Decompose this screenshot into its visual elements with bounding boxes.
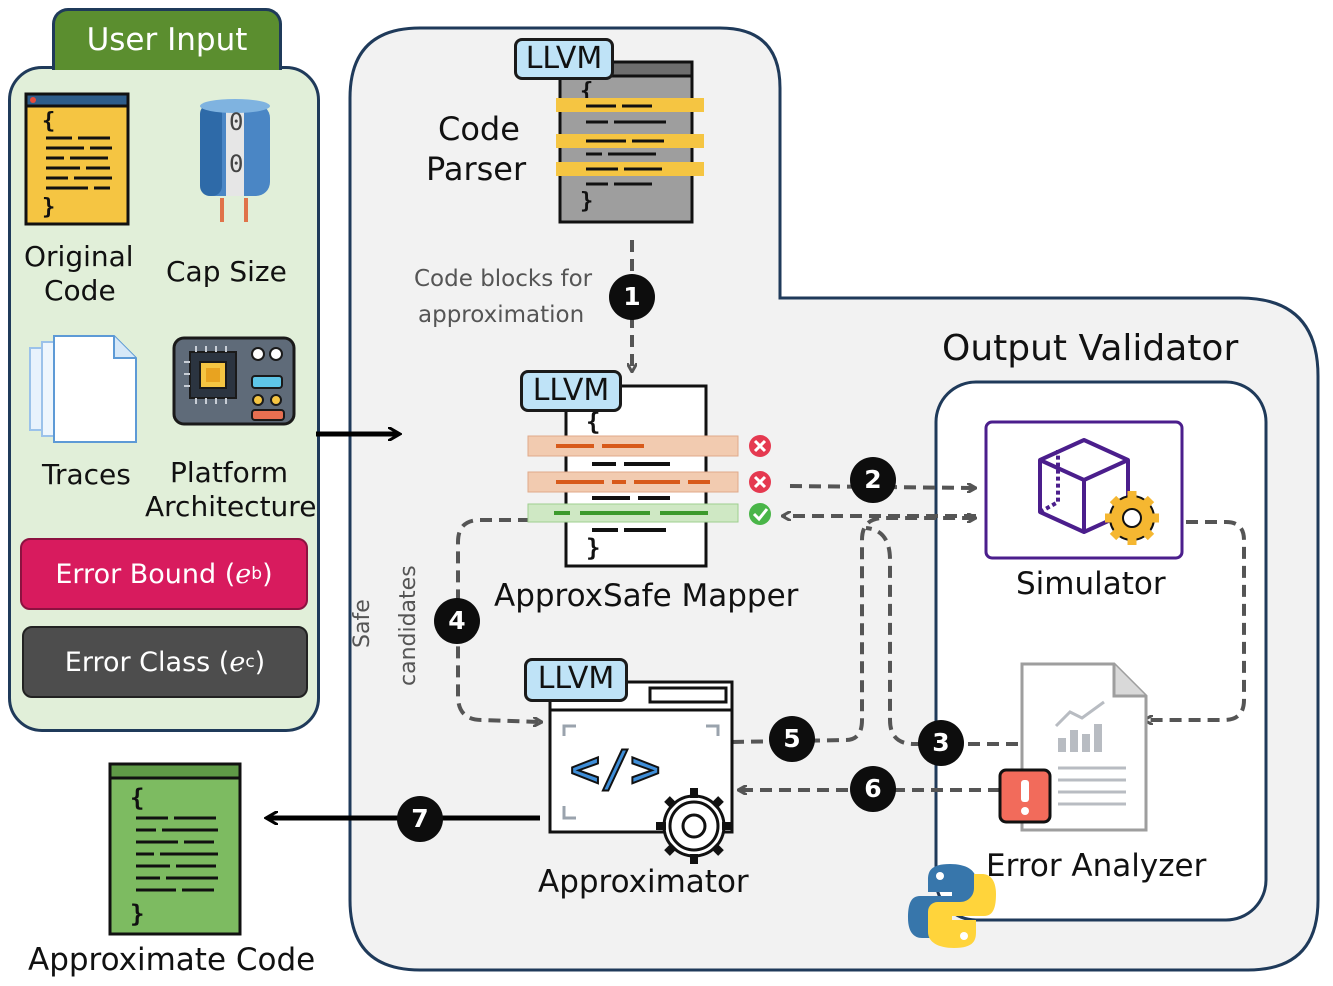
simulator-icon — [984, 420, 1184, 560]
svg-text:}: } — [586, 534, 600, 562]
svg-text:}: } — [130, 900, 144, 928]
code-parser-label-1: Code — [438, 110, 520, 148]
approximator-icon: </> — [548, 680, 734, 864]
svg-text:{: { — [580, 79, 593, 104]
flow-2 — [789, 486, 974, 488]
mapper-icon: { } — [527, 384, 771, 568]
output-validator-title: Output Validator — [942, 328, 1239, 369]
svg-text:}: } — [580, 189, 593, 214]
step-2-badge: 2 — [850, 457, 896, 503]
svg-text:{: { — [42, 109, 55, 134]
error-class-text: Error Class ( — [64, 646, 230, 678]
code-blocks-label-2: approximation — [418, 302, 585, 328]
error-bound-sub: b — [251, 564, 263, 584]
cap-size-label: Cap Size — [166, 255, 287, 288]
original-code-label-2: Code — [44, 274, 116, 307]
platform-label-1: Platform — [170, 456, 289, 489]
cap-digit-bottom: 0 — [229, 150, 244, 178]
error-bound-close: ) — [262, 558, 273, 590]
safe-label-2: candidates — [396, 565, 421, 686]
flow-3b — [865, 526, 1018, 746]
traces-icon — [29, 335, 137, 443]
traces-label: Traces — [42, 458, 131, 491]
capacitor-icon — [200, 99, 270, 222]
platform-label-2: Architecture — [145, 490, 317, 523]
step-1-badge: 1 — [609, 274, 655, 320]
approximator-llvm-badge: LLVM — [524, 658, 628, 702]
error-analyzer-label: Error Analyzer — [986, 848, 1207, 884]
error-analyzer-icon — [998, 662, 1148, 832]
original-code-label-1: Original — [24, 240, 134, 273]
code-blocks-label-1: Code blocks for — [414, 266, 593, 292]
approximator-code-glyph: </> — [570, 740, 660, 798]
circuit-board-icon — [172, 336, 296, 426]
approximate-code-icon: { } — [108, 762, 242, 936]
error-bound-text: Error Bound ( — [55, 558, 236, 590]
original-code-icon: { } — [24, 92, 130, 226]
code-parser-icon: { } — [556, 60, 704, 224]
step-4-badge: 4 — [434, 598, 480, 644]
mapper-label: ApproxSafe Mapper — [494, 578, 799, 614]
python-icon — [908, 864, 996, 948]
flow-3a — [1146, 520, 1246, 720]
error-class-sub: c — [245, 652, 255, 672]
step-7-badge: 7 — [397, 796, 443, 842]
error-class-var: e — [229, 646, 246, 678]
simulator-label: Simulator — [1016, 566, 1166, 602]
svg-text:{: { — [130, 784, 144, 812]
step-5-badge: 5 — [769, 716, 815, 762]
svg-text:}: } — [42, 195, 55, 220]
cap-digit-top: 0 — [229, 108, 244, 136]
approximate-code-label: Approximate Code — [28, 942, 316, 978]
step-6-badge: 6 — [850, 766, 896, 812]
parser-llvm-badge: LLVM — [514, 38, 614, 80]
flow-5 — [731, 518, 974, 744]
step-3-badge: 3 — [918, 720, 964, 766]
svg-text:{: { — [586, 408, 600, 436]
approximator-label: Approximator — [538, 864, 749, 900]
safe-label-1: Safe — [350, 599, 375, 648]
user-input-title: User Input — [52, 8, 282, 70]
mapper-llvm-badge: LLVM — [520, 370, 622, 412]
code-parser-label-2: Parser — [426, 150, 527, 188]
error-class-close: ) — [254, 646, 266, 678]
error-bound-var: e — [235, 558, 252, 590]
